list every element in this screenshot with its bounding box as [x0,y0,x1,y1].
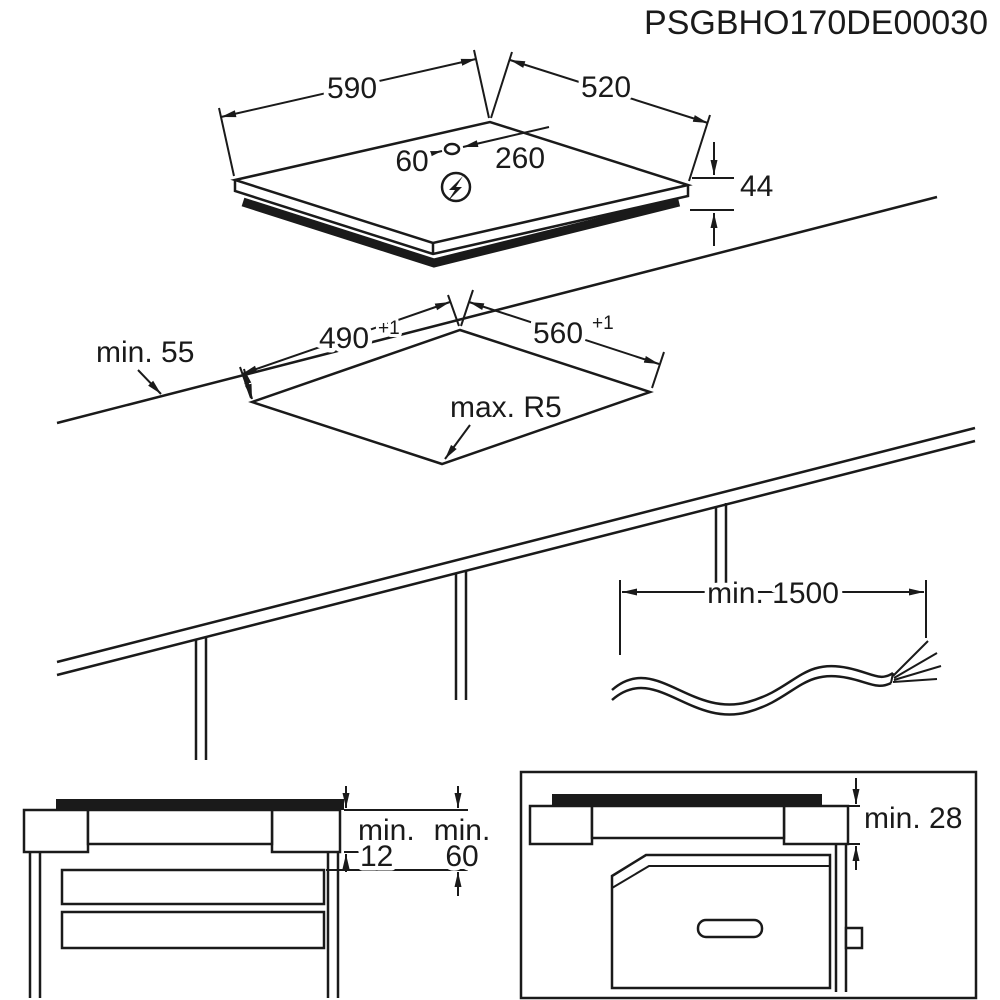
dimension-arrow [462,126,550,148]
leader-arrow [444,424,471,460]
dim-490: 490 +1 [239,294,460,399]
drawer-clearance-2-value: 60 [445,840,478,873]
dimension-arrow [243,368,253,400]
drawer-clearance-1-value: 12 [360,840,393,873]
dimension-arrow [399,150,443,162]
cable-length-diagram: min. 1500 [611,573,942,716]
cabinet-leg [454,570,468,700]
drawer-clearance-2-label: min. [434,814,491,847]
dimension-line [241,301,451,375]
dimension-line [220,58,477,118]
dimension-line [468,301,660,365]
drawer-front [60,910,326,950]
worktop-front-edge-line [56,426,976,664]
worktop-section-left [528,804,594,846]
cutout-width-tolerance: +1 [592,313,614,334]
model-number: PSGBHO170DE00030 [644,4,988,42]
dim-44: 44 [690,142,778,246]
dim-connection-position: 60 260 [391,126,550,183]
cable-curve [611,674,892,716]
dim-520: 520 [490,51,711,182]
cable-length-label: min. 1500 [707,577,839,610]
dimension-extension-lines [326,809,468,871]
connection-offset-left-label: 60 [395,145,428,178]
hob-isometric-view: 590 520 44 60 260 [218,49,778,268]
dim-min-55: min. 55 [92,332,253,400]
cable-end-tick [890,672,894,684]
rear-clearance-label: min. 55 [96,336,194,369]
power-connection-symbol [440,171,472,203]
dimension-extension-lines [218,49,490,177]
hob-glass-profile [552,794,822,806]
support-panel [834,844,848,992]
oven-clearance-label: min. 28 [864,802,962,835]
hob-base-band [241,197,681,268]
corner-radius-label: max. R5 [450,391,562,424]
cutout-depth-label: 490 [319,322,369,355]
hob-glass-thickness [233,180,690,256]
dimension-extension-lines [848,805,860,845]
worktop-section-right [270,808,342,854]
hob-depth-label: 520 [581,71,631,104]
hob-body-section [86,808,274,846]
dim-590: 590 [218,49,490,177]
cabinet-leg [28,852,340,998]
hob-height-label: 44 [740,170,773,203]
leader-arrow [137,369,162,395]
worktop-front-thickness-line [56,439,976,677]
connection-point [443,142,461,156]
dimension-extension-lines [619,580,927,655]
cutout-width-label: 560 [533,317,583,350]
dimension-extension-lines [690,177,734,211]
connection-offset-right-label: 260 [495,142,545,175]
lightning-bolt-icon [448,176,463,201]
cabinet-leg [714,503,728,584]
oven-handle [696,918,764,939]
side-view-oven: min. 28 [519,770,978,1000]
cabinet-leg [194,637,208,760]
cutout-view: 490 +1 560 +1 min. 55 max. R5 [92,289,665,466]
worktop-section-left [22,808,90,854]
hob-glass-profile [56,799,344,810]
oven-top-edge [611,865,830,889]
dim-max-r5: max. R5 [444,387,566,460]
cutout-depth-tolerance: +1 [378,318,400,339]
dim-560: 560 +1 [460,289,665,389]
cable-curve [611,664,894,706]
drawer-clearance-1-label: min. [358,814,415,847]
hob-width-label: 590 [327,72,377,105]
panel-knob [844,926,864,950]
worktop-section-right [782,804,850,846]
hob-body-section [590,804,786,840]
drawer-front [60,868,326,906]
dimension-extension-lines [490,51,711,182]
dimension-extension-lines [460,289,665,389]
dimension-line [509,59,709,124]
cable-fray [892,640,942,683]
side-view-drawer: min. 12 min. 60 [22,786,495,998]
